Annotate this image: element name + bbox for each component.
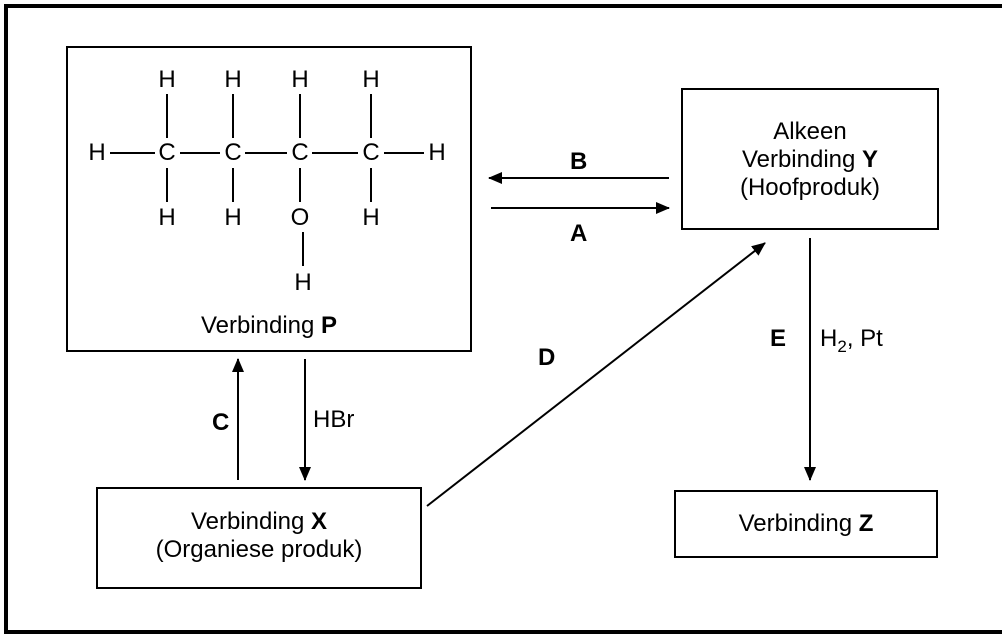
arrow-label-d: D xyxy=(538,344,556,371)
compound-x-box xyxy=(96,487,422,589)
compound-x-line1: Verbinding X xyxy=(96,508,422,536)
atom-c-3: C xyxy=(291,139,309,166)
compound-p-label: Verbinding P xyxy=(66,312,472,340)
arrow-label-hbr: HBr xyxy=(313,406,355,433)
compound-y-box xyxy=(681,88,939,230)
structural-bonds xyxy=(110,94,424,266)
compound-p-name: Verbinding xyxy=(200,312,315,339)
atom-o: O xyxy=(290,204,310,231)
compound-x-name: Verbinding xyxy=(190,508,305,535)
atom-h-top-2: H xyxy=(224,66,242,93)
atom-h-top-1: H xyxy=(158,66,176,93)
h2-subscript: 2 xyxy=(837,336,847,356)
compound-p-box xyxy=(66,46,472,352)
h2-catalyst: , Pt xyxy=(846,325,883,352)
atom-h-hydroxyl: H xyxy=(294,269,312,296)
arrow-d xyxy=(426,242,766,507)
compound-z-text: Verbinding Z xyxy=(674,510,938,538)
compound-x-text: Verbinding X (Organiese produk) xyxy=(96,508,422,564)
atom-h-top-3: H xyxy=(291,66,309,93)
h2-h: H xyxy=(820,325,838,352)
compound-y-name: Verbinding xyxy=(741,146,856,173)
compound-p-letter: P xyxy=(321,312,338,339)
compound-y-line2: Verbinding Y xyxy=(681,146,939,174)
atom-h-bottom-4: H xyxy=(362,204,380,231)
arrow-label-c: C xyxy=(212,409,230,436)
compound-x-line2: (Organiese produk) xyxy=(155,536,363,563)
atom-h-bottom-1: H xyxy=(158,204,176,231)
atom-h-bottom-2: H xyxy=(224,204,242,231)
atom-c-2: C xyxy=(224,139,242,166)
compound-z-letter: Z xyxy=(858,510,874,537)
compound-y-line3: (Hoofproduk) xyxy=(739,174,881,201)
arrow-label-a: A xyxy=(570,220,588,247)
compound-y-text: Alkeen Verbinding Y (Hoofproduk) xyxy=(681,118,939,202)
arrow-label-b: B xyxy=(570,148,588,175)
compound-y-line1: Alkeen xyxy=(773,118,847,145)
compound-z-name: Verbinding xyxy=(738,510,853,537)
atom-h-right: H xyxy=(428,139,446,166)
atom-c-4: C xyxy=(362,139,380,166)
atom-h-top-4: H xyxy=(362,66,380,93)
compound-y-letter: Y xyxy=(862,146,879,173)
compound-x-letter: X xyxy=(311,508,328,535)
atom-c-1: C xyxy=(158,139,176,166)
arrow-label-e: E xyxy=(770,325,787,352)
arrow-label-h2-pt: H2, Pt xyxy=(820,325,883,361)
compound-z-box xyxy=(674,490,938,558)
atom-h-left: H xyxy=(88,139,106,166)
